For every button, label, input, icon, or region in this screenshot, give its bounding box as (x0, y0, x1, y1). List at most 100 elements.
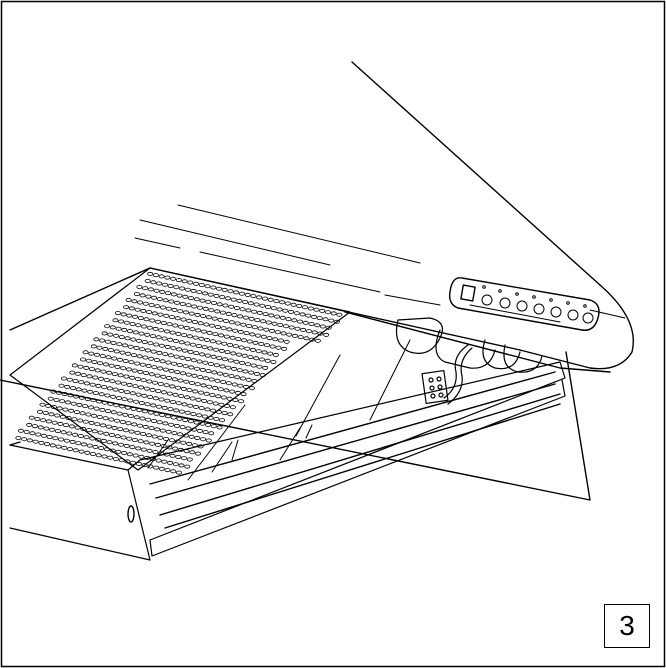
perforation-hole (80, 426, 87, 431)
perforation-hole (265, 320, 272, 325)
perforation-hole (90, 451, 97, 456)
perforation-hole (294, 326, 301, 331)
perforation-hole (290, 302, 297, 307)
perforation-hole (144, 278, 151, 283)
perforation-hole (250, 363, 257, 368)
perforation-hole (121, 327, 128, 332)
perforation-hole (98, 392, 105, 397)
perforation-hole (196, 413, 203, 418)
filter-rail-4 (164, 403, 561, 529)
perforation-hole (168, 368, 175, 373)
perforation-hole (336, 312, 343, 317)
perforation-hole (324, 310, 331, 315)
perforation-hole (249, 347, 256, 352)
filter-latch-slot[interactable] (127, 505, 135, 523)
perforation-hole (236, 368, 243, 373)
perforation-hole (134, 361, 141, 366)
perforation-hole (49, 443, 56, 448)
perforation-hole (72, 448, 79, 453)
perforation-hole (179, 301, 186, 306)
perforation-hole (219, 310, 226, 315)
perforation-hole (174, 439, 181, 444)
perforation-hole (130, 406, 137, 411)
perforation-hole (174, 385, 181, 390)
perforation-hole (124, 390, 131, 395)
perforation-hole (172, 446, 179, 451)
perforation-hole (267, 297, 274, 302)
perforation-hole (234, 321, 241, 326)
perforation-hole (272, 352, 279, 357)
perforation-hole (216, 302, 223, 307)
perforation-hole (111, 425, 118, 430)
perforation-hole (187, 419, 194, 424)
perforation-hole (220, 379, 227, 384)
perforation-hole (113, 333, 120, 338)
perforation-hole (149, 387, 156, 392)
perforation-hole (162, 421, 169, 426)
perforation-hole (182, 294, 189, 299)
perforation-hole (69, 439, 76, 444)
perforation-hole (112, 441, 119, 446)
perforation-hole (140, 378, 147, 383)
perforation-hole (122, 343, 129, 348)
perforation-hole (159, 305, 166, 310)
perforation-hole (178, 463, 185, 468)
perforation-hole (296, 319, 303, 324)
perforation-hole (95, 437, 102, 442)
perforation-hole (164, 414, 171, 419)
perforation-hole (213, 347, 220, 352)
perforation-hole (216, 356, 223, 361)
perforation-hole (82, 404, 89, 409)
perforation-hole (293, 311, 300, 316)
perforation-hole (125, 351, 132, 356)
perforation-hole (274, 314, 281, 319)
perforation-hole (300, 327, 307, 332)
perforation-hole (80, 373, 87, 378)
perforation-hole (121, 397, 128, 402)
hood-underside-rim (344, 311, 611, 373)
perforation-hole (188, 434, 195, 439)
perforation-hole (187, 403, 194, 408)
perforation-hole (185, 372, 192, 377)
panel-button-row (481, 294, 594, 324)
perforation-hole (60, 430, 67, 435)
perforation-hole (143, 317, 150, 322)
perforation-hole (229, 389, 236, 394)
perforation-hole (53, 397, 60, 402)
perforation-hole (135, 446, 142, 451)
perforation-hole (218, 402, 225, 407)
perforation-hole (219, 418, 226, 423)
perforation-hole (148, 302, 155, 307)
perforation-hole (229, 405, 236, 410)
perforation-hole (177, 378, 184, 383)
perforation-hole (244, 362, 251, 367)
perforation-hole (209, 323, 216, 328)
perforation-hole (109, 325, 116, 330)
perforation-hole (130, 353, 137, 358)
perforation-hole (239, 376, 246, 381)
perforation-hole (201, 291, 208, 296)
perforation-hole (104, 447, 111, 452)
perforation-hole (286, 332, 293, 337)
perforation-hole (333, 319, 340, 324)
perforation-hole (218, 348, 225, 353)
hood-front-corner (519, 284, 634, 370)
perforation-hole (96, 414, 103, 419)
perforation-hole (206, 384, 213, 389)
perforation-hole (183, 395, 190, 400)
perforation-hole (184, 410, 191, 415)
perforation-hole (261, 350, 268, 355)
perforation-hole (181, 402, 188, 407)
perforation-hole (63, 438, 70, 443)
perforation-hole (253, 302, 260, 307)
perforation-hole (165, 429, 172, 434)
perforation-hole (198, 406, 205, 411)
perforation-hole (127, 329, 134, 334)
perforation-hole (182, 310, 189, 315)
perforation-hole (149, 318, 156, 323)
perforation-hole (189, 327, 196, 332)
perforation-hole (188, 365, 195, 370)
perforation-hole (89, 367, 96, 372)
perforation-hole (220, 326, 227, 331)
perforation-hole (263, 327, 270, 332)
